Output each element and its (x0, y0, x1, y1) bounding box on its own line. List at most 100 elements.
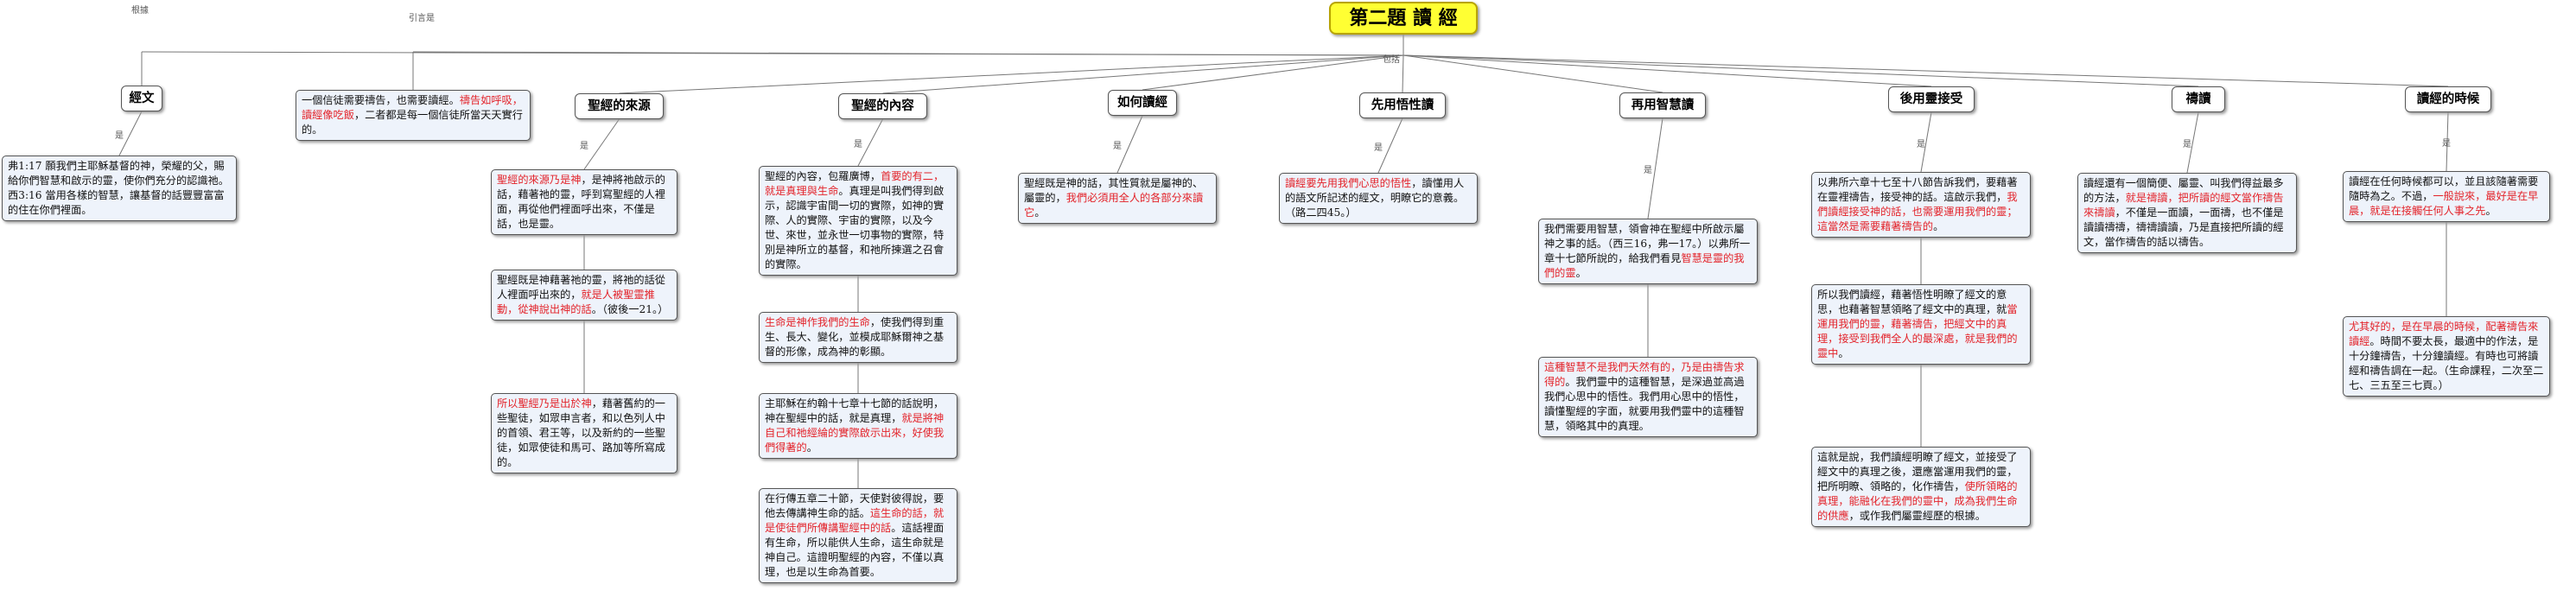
highlight-text: 生命是神作我們的生命 (765, 316, 870, 328)
highlight-text: 就是人被聖靈推動，從神說出神的話 (497, 289, 655, 315)
edge-ruhe (1142, 54, 1404, 91)
content-box-daodu-1[interactable]: 讀經還有一個簡便、屬靈、叫我們得益最多的方法，就是禱讀，把所讀的經文當作禱告來禱… (2077, 173, 2297, 253)
body-text: 。 (2485, 205, 2496, 217)
highlight-text: 這生命的話，就是使徒們所傳講聖經中的話 (765, 507, 945, 534)
content-box-jingwen-1[interactable]: 弗1:17 願我們主耶穌基督的神，榮耀的父，賜給你們智慧和啟示的靈，使你們充分的… (2, 156, 237, 221)
body-text: ，不僅是一面讀，一面禱，也不僅是讀讀禱禱，禱禱讀讀，乃是直接把所讀的經文，當作禱… (2083, 206, 2284, 248)
body-text: 。 (1575, 267, 1587, 279)
highlight-text: 使所領略的真理，能融化在我們的靈中，成為我們生命的供應 (1817, 480, 2018, 522)
body-text: 弗1:17 願我們主耶穌基督的神，榮耀的父，賜給你們智慧和啟示的靈，使你們充分的… (8, 160, 229, 187)
body-text: 我們需要用智慧，領會神在聖經中所啟示屬神之事的話。（西三16，弗一17。）以弗所… (1544, 223, 1751, 264)
topic-daodu[interactable]: 禱讀 (2172, 86, 2225, 112)
body-text: 聖經既是神的話，其性質就是屬神的、屬靈的， (1024, 177, 1204, 204)
highlight-text: 我們必須用全人的各部分來讀它 (1024, 192, 1204, 219)
edge-jingwen-box-1 (118, 111, 143, 156)
edge-laiyuan (619, 54, 1404, 94)
edge-label-is-jingwen: 是 (115, 130, 124, 141)
edge-shihou-box-1 (2446, 111, 2449, 172)
content-box-houyong-1[interactable]: 以弗所六章十七至十八節告訴我們，要藉著在靈裡禱告，接受神的話。這啟示我們，我們讀… (1811, 172, 2031, 238)
body-text: ，二者都是每一個信徒所當天天實行的。 (302, 109, 523, 136)
topic-xianyong[interactable]: 先用悟性讀 (1359, 92, 1446, 118)
edge-daodu-box-1 (2186, 111, 2199, 174)
content-box-houyong-3[interactable]: 這就是說，我們讀經明瞭了經文，並接受了經文中的真理之後，還應當運用我們的靈，把所… (1811, 447, 2031, 527)
edge-houyong (1402, 54, 1932, 87)
highlight-text: 讀經要先用我們心思的悟性 (1285, 177, 1412, 189)
edge-label-quote: 引言是 (409, 14, 435, 23)
body-text: 這就是說，我們讀經明瞭了經文，並接受了經文中的真理之後，還應當運用我們的靈，把所… (1817, 451, 2018, 492)
content-box-zaiyong-2[interactable]: 這種智慧不是我們天然有的，乃是由禱告求得的。我們靈中的這種智慧，是深過並高過我們… (1538, 357, 1758, 437)
highlight-text: 就是將神自己和祂經綸的實際啟示出來，好使我們得著的 (765, 412, 945, 454)
edge-label-is-shihou: 是 (2442, 139, 2451, 149)
body-text: 。（彼後一21。） (591, 303, 669, 315)
content-box-laiyuan-3[interactable]: 所以聖經乃是出於神，藉著舊約的一些聖徒，如眾申言者，和以色列人中的首領、君王等，… (491, 393, 677, 473)
edge-zaiyong (1402, 54, 1663, 93)
highlight-text: 首要的有二，就是真理與生命 (765, 170, 945, 197)
edge-xianyong (1402, 54, 1404, 93)
content-box-zaiyong-1[interactable]: 我們需要用智慧，領會神在聖經中所啟示屬神之事的話。（西三16，弗一17。）以弗所… (1538, 219, 1758, 284)
edge-label-is-zaiyong: 是 (1644, 166, 1652, 175)
topic-shihou[interactable]: 讀經的時候 (2405, 86, 2491, 112)
body-text: 。 (806, 441, 817, 454)
body-text: 讀經還有一個簡便、屬靈、叫我們得益最多的方法， (2083, 177, 2284, 204)
body-text: 。時間不要太長，最適中的作法，是十分鐘禱告，十分鐘讀經。有時也可將讀經和禱告調在… (2349, 335, 2544, 391)
edge-neirong (882, 54, 1404, 94)
edge-neirong-box-1 (857, 118, 883, 167)
edge-houyong-box-1 (1920, 111, 1932, 173)
edge-label-is-houyong: 是 (1917, 139, 1925, 149)
body-text: 以弗所六章十七至十八節告訴我們，要藉著在靈裡禱告，接受神的話。這啟示我們， (1817, 176, 2018, 203)
edge-label-is-daodu: 是 (2183, 140, 2191, 149)
content-box-shihou-1[interactable]: 讀經在任何時候都可以，並且該隨著需要隨時為之。不過，一般說來，最好是在早晨，就是… (2343, 171, 2550, 222)
body-text: 聖經的內容，包羅廣博， (765, 170, 881, 182)
content-box-laiyuan-1[interactable]: 聖經的來源乃是神，是神將祂啟示的話，藉著祂的靈，呼到寫聖經的人裡面，再從他們裡面… (491, 169, 677, 235)
topic-ruhe[interactable]: 如何讀經 (1108, 90, 1177, 116)
content-box-neirong-4[interactable]: 在行傳五章二十節，天使對彼得說，要他去傳講神生命的話。這生命的話，就是使徒們所傳… (759, 488, 957, 583)
content-box-houyong-2[interactable]: 所以我們讀經，藉著悟性明瞭了經文的意思，也藉著智慧領略了經文中的真理，就當運用我… (1811, 284, 2031, 365)
content-box-neirong-1[interactable]: 聖經的內容，包羅廣博，首要的有二，就是真理與生命。真理是叫我們得到啟示，認識宇宙… (759, 166, 957, 276)
highlight-text: 聖經的來源乃是神 (497, 174, 582, 186)
body-text: 。這話裡面有生命，所以能供人生命，這生命就是神自己。這證明聖經的內容，不僅以真理… (765, 522, 945, 578)
content-box-laiyuan-2[interactable]: 聖經既是神藉著祂的靈，將祂的話從人裡面呼出來的，就是人被聖靈推動，從神說出神的話… (491, 270, 677, 321)
highlight-text: 智慧是靈的我們的靈 (1544, 252, 1745, 279)
content-box-intro-1[interactable]: 一個信徒需要禱告，也需要讀經。禱告如呼吸，讀經像吃飯，二者都是每一個信徒所當天天… (296, 90, 531, 141)
edge-intro-branch (412, 51, 1404, 56)
highlight-text: 這種智慧不是我們天然有的，乃是由禱告求得的 (1544, 361, 1745, 388)
body-text: 西3:16 當用各樣的智慧，讓基督的話豐豐富富的住在你們裡面。 (8, 189, 225, 216)
highlight-text: 禱告如呼吸，讀經像吃飯 (302, 94, 523, 121)
highlight-text: 就是禱讀，把所讀的經文當作禱告來禱讀 (2083, 192, 2284, 219)
body-text: ，使我們得到重生、長大、變化，並模成耶穌爾神之基督的形像，成為神的彰顯。 (765, 316, 945, 358)
highlight-text: 我們讀經接受神的話，也需要運用我們的靈；這當然是需要藉著禱告的 (1817, 191, 2018, 232)
edge-laiyuan-box-1 (583, 118, 620, 170)
edge-shihou (1402, 54, 2449, 87)
content-box-xianyong-1[interactable]: 讀經要先用我們心思的悟性，讀懂用人的語文所記述的經文，明瞭它的意義。（路二四45… (1279, 173, 1478, 224)
content-box-ruhe-1[interactable]: 聖經既是神的話，其性質就是屬神的、屬靈的，我們必須用全人的各部分來讀它。 (1018, 173, 1217, 224)
topic-zaiyong[interactable]: 再用智慧讀 (1619, 92, 1706, 118)
body-text: 。我們靈中的這種智慧，是深過並高過我們心思中的悟性。我們用心思中的悟性，讀懂聖經… (1544, 376, 1745, 432)
body-text: 。真理是叫我們得到啟示，認識宇宙間一切的實際，如神的實際、人的實際、宇宙的實際，… (765, 185, 945, 270)
body-text: 讀經在任何時候都可以，並且該隨著需要隨時為之。不過， (2349, 175, 2539, 202)
topic-neirong[interactable]: 聖經的內容 (838, 93, 927, 119)
edge-label-includes: 包括 (1383, 55, 1400, 65)
body-text: ，藉著舊約的一些聖徒，如眾申言者，和以色列人中的首領、君王等，以及新約的一些聖徒… (497, 397, 665, 468)
body-text: 聖經既是神藉著祂的靈，將祂的話從人裡面呼出來的， (497, 274, 665, 301)
highlight-text: 當運用我們的靈，藉著禱告，把經文中的真理，接受到我們全人的最深處，就是我們的靈中 (1817, 303, 2018, 359)
topic-jingwen[interactable]: 經文 (121, 86, 162, 111)
edge-label-basis: 根據 (131, 6, 149, 16)
topic-laiyuan[interactable]: 聖經的來源 (575, 93, 664, 119)
body-text: 主耶穌在約翰十七章十七節的話說明，神在聖經中的話，就是真理， (765, 397, 945, 424)
edge-daodu (1402, 54, 2199, 87)
content-box-neirong-2[interactable]: 生命是神作我們的生命，使我們得到重生、長大、變化，並模成耶穌爾神之基督的形像，成… (759, 312, 957, 363)
content-box-shihou-2[interactable]: 尤其好的，是在早晨的時候，配著禱告來讀經。時間不要太長，最適中的作法，是十分鐘禱… (2343, 316, 2550, 397)
highlight-text: 所以聖經乃是出於神 (497, 397, 592, 410)
body-text: 。 (1933, 220, 1944, 232)
edge-label-is-xianyong: 是 (1374, 143, 1383, 153)
topic-houyong[interactable]: 後用靈接受 (1888, 86, 1975, 112)
content-box-neirong-3[interactable]: 主耶穌在約翰十七章十七節的話說明，神在聖經中的話，就是真理，就是將神自己和祂經綸… (759, 393, 957, 459)
edge-label-is-laiyuan: 是 (580, 142, 588, 151)
body-text: 一個信徒需要禱告，也需要讀經。 (302, 94, 460, 106)
body-text: ，讀懂用人的語文所記述的經文，明瞭它的意義。（路二四45。） (1285, 177, 1465, 219)
root-topic[interactable]: 第二題 讀 經 (1329, 2, 1478, 35)
body-text: ，是神將祂啟示的話，藉著祂的靈，呼到寫聖經的人裡面，再從他們裡面呼出來，不僅是話… (497, 174, 665, 230)
highlight-text: 尤其好的，是在早晨的時候，配著禱告來讀經 (2349, 321, 2539, 347)
body-text: 所以我們讀經，藉著悟性明瞭了經文的意思，也藉著智慧領略了經文中的真理，就 (1817, 289, 2007, 315)
